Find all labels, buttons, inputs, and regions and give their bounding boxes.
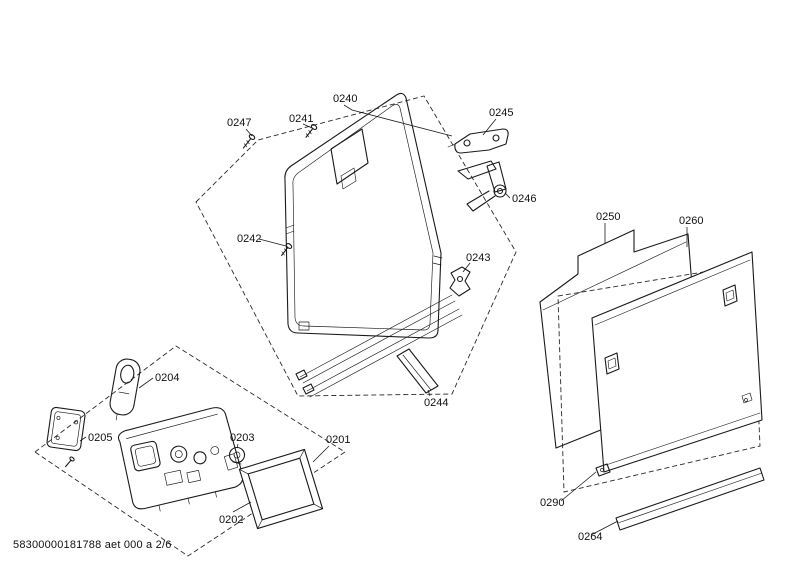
screw-0242	[281, 243, 293, 257]
part-label-0205: 0205	[88, 432, 112, 444]
part-label-0203: 0203	[230, 432, 254, 444]
part-door-inner-panel-0240	[284, 92, 443, 339]
part-label-0250: 0250	[596, 211, 620, 223]
part-label-0260: 0260	[679, 215, 703, 227]
leader-0246	[504, 192, 511, 199]
document-reference-text: 58300000181788 aet 000 a 2/6	[13, 539, 172, 551]
leader-lines	[79, 104, 688, 536]
control-module-outline	[34, 345, 346, 557]
leader-0203	[236, 443, 239, 449]
part-bracket-0243	[449, 266, 471, 297]
leader-0245	[482, 118, 497, 136]
leader-0247	[245, 128, 253, 137]
leader-0244	[427, 389, 431, 397]
part-hinge-plate-0204	[109, 358, 141, 421]
part-control-module	[117, 407, 244, 512]
assembly-boundary-door	[195, 95, 517, 397]
part-hinge-arm-0246	[457, 160, 507, 212]
part-mounting-foot-0290	[595, 463, 611, 477]
leader-0204	[138, 377, 154, 389]
leader-0241	[302, 123, 313, 129]
part-label-0247: 0247	[227, 117, 251, 129]
part-label-0244: 0244	[424, 397, 448, 409]
door-assembly-outline	[195, 95, 517, 397]
leader-0201	[312, 445, 330, 463]
leader-0290	[560, 471, 597, 502]
leader-0202	[232, 501, 252, 513]
leader-0264	[590, 520, 619, 536]
part-base-strip-0264	[615, 467, 765, 531]
part-window-panel-0202	[238, 448, 324, 530]
leader-0242	[258, 238, 287, 247]
part-label-0241: 0241	[289, 113, 313, 125]
screw-0205	[65, 456, 75, 468]
part-labels: 0247 0241 0240 0245 0246 0242 0243 0250 …	[88, 93, 703, 543]
part-label-0290: 0290	[540, 497, 564, 509]
part-label-0202: 0202	[219, 514, 243, 526]
side-panel-outline	[557, 263, 761, 493]
part-label-0242: 0242	[237, 233, 261, 245]
assembly-boundary-side-panels	[557, 263, 761, 493]
part-label-0246: 0246	[512, 193, 536, 205]
screw-0241	[305, 124, 318, 138]
screw-0247	[242, 134, 256, 149]
part-door-seal-rails	[295, 294, 463, 398]
part-label-0243: 0243	[466, 252, 490, 264]
part-cover-strip-0244	[396, 348, 439, 394]
part-label-0204: 0204	[155, 372, 179, 384]
part-label-0245: 0245	[489, 107, 513, 119]
part-side-panel-0260	[591, 251, 763, 473]
part-label-0240: 0240	[333, 93, 357, 105]
assembly-boundary-control-module	[34, 345, 346, 557]
part-hinge-bracket-0245	[447, 128, 509, 154]
part-cover-plate-0205	[46, 406, 86, 452]
leader-0243	[462, 262, 471, 273]
part-label-0264: 0264	[578, 531, 602, 543]
leader-0205	[79, 436, 87, 442]
leader-0240	[343, 104, 453, 137]
part-label-0201: 0201	[326, 434, 350, 446]
